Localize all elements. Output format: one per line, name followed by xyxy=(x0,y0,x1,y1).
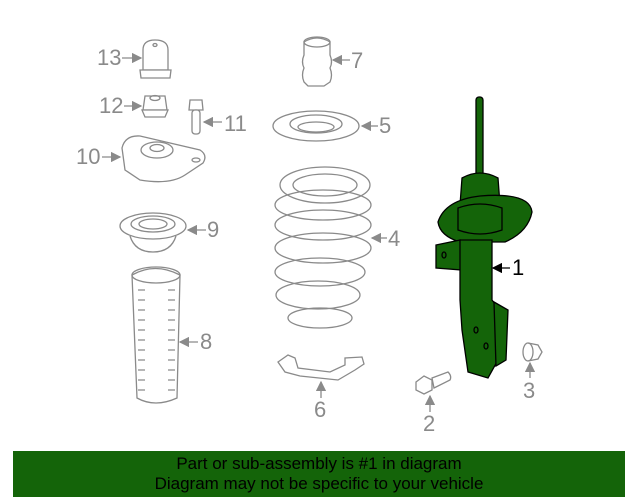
part-8-dust-boot-icon xyxy=(131,266,198,404)
info-banner: Part or sub-assembly is #1 in diagram Di… xyxy=(13,451,625,497)
part-1-strut-assembly-icon xyxy=(435,96,533,379)
part-3-nut-icon xyxy=(522,342,543,378)
part-12-nut-icon xyxy=(124,94,169,118)
callout-9[interactable]: 9 xyxy=(207,217,220,242)
part-7-bump-stop-icon xyxy=(301,36,350,87)
part-5-spring-seat-icon xyxy=(272,110,378,142)
part-2-bolt-icon xyxy=(415,371,452,412)
callout-6[interactable]: 6 xyxy=(314,397,327,422)
parts-diagram xyxy=(102,36,543,412)
callout-5[interactable]: 5 xyxy=(379,113,392,138)
callout-4[interactable]: 4 xyxy=(388,226,401,251)
part-10-strut-mount-icon xyxy=(102,135,206,183)
callout-12[interactable]: 12 xyxy=(99,93,124,118)
banner-line-1: Part or sub-assembly is #1 in diagram xyxy=(176,454,462,473)
part-9-lower-seat-icon xyxy=(119,212,206,253)
part-4-coil-spring-icon xyxy=(274,166,387,329)
callout-1[interactable]: 1 xyxy=(512,255,525,280)
callout-8[interactable]: 8 xyxy=(200,329,213,354)
callout-10[interactable]: 10 xyxy=(76,144,101,169)
callout-2[interactable]: 2 xyxy=(423,411,436,436)
callout-11[interactable]: 11 xyxy=(224,111,247,136)
part-11-bolt-icon xyxy=(188,99,222,135)
callout-3[interactable]: 3 xyxy=(523,378,536,403)
part-6-bracket-icon xyxy=(277,354,365,398)
banner-line-2: Diagram may not be specific to your vehi… xyxy=(154,474,484,493)
callout-7[interactable]: 7 xyxy=(351,48,364,73)
part-13-cap-icon xyxy=(122,39,172,79)
callout-13[interactable]: 13 xyxy=(97,45,122,70)
